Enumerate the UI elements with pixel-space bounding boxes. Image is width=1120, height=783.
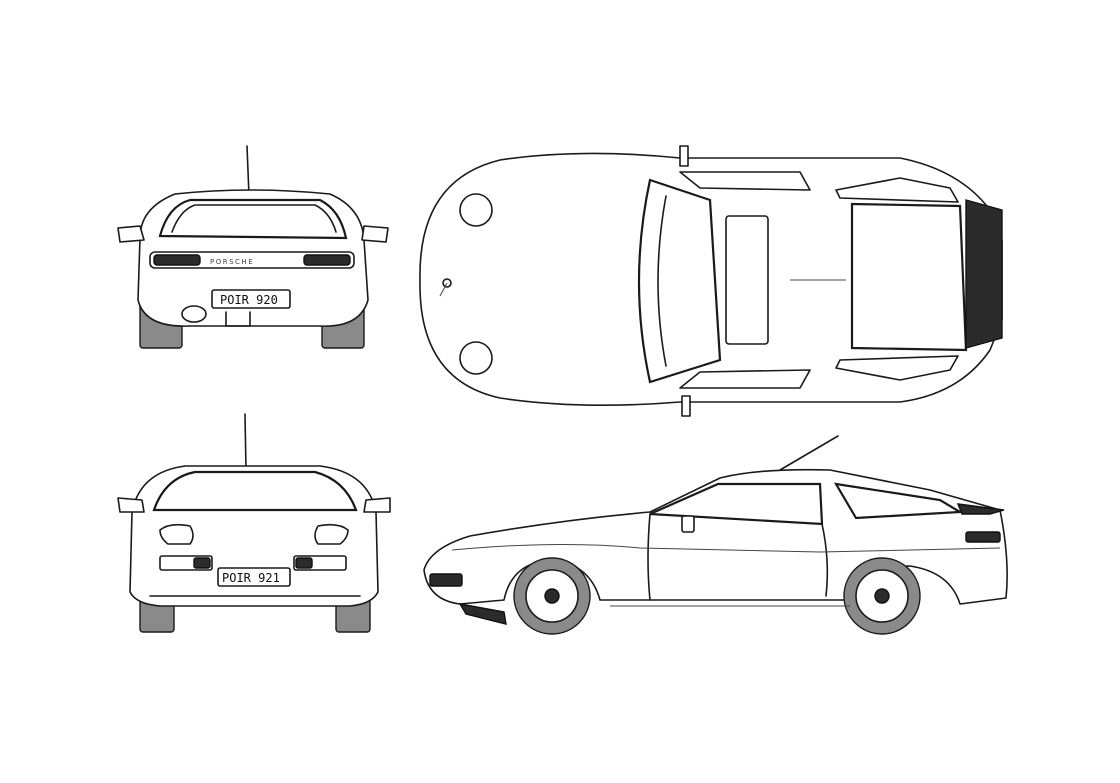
front-antenna — [244, 413, 247, 471]
rear-light-bar — [149, 251, 355, 269]
side-front-hub — [544, 588, 560, 604]
rear-diff — [225, 311, 251, 327]
side-rear-hub — [874, 588, 890, 604]
side-door-window — [649, 482, 824, 526]
rear-left-mirror — [117, 225, 145, 243]
side-front-splitter — [458, 603, 507, 625]
door-front-edge — [647, 513, 651, 601]
rear-right-mirror — [361, 225, 389, 243]
sunroof — [725, 215, 769, 345]
rear-plate: POIR 920 — [220, 293, 278, 307]
rear-window — [158, 198, 348, 240]
right-indicator — [295, 557, 313, 569]
rear-antenna — [246, 145, 250, 197]
rear-exhaust — [181, 305, 207, 323]
front-plate-frame — [217, 567, 291, 587]
side-front-lamp — [429, 573, 463, 587]
left-popup-lamp — [159, 523, 194, 545]
top-left-headlamp — [459, 193, 493, 227]
side-antenna — [779, 435, 839, 471]
rear-left-lamp — [153, 254, 201, 266]
front-left-mirror — [117, 497, 145, 513]
side-mirror — [681, 515, 695, 533]
top-windshield — [637, 178, 722, 384]
top-view — [419, 145, 1003, 417]
side-rear-lamp — [965, 531, 1001, 543]
top-right-side-window — [679, 369, 811, 389]
side-view — [423, 435, 1008, 635]
rear-spoiler — [965, 199, 1003, 349]
rear-plate-frame — [211, 289, 291, 309]
rear-badge: PORSCHE — [210, 258, 254, 266]
top-wiper — [657, 195, 667, 367]
front-plate: POIR 921 — [222, 571, 280, 585]
rear-view: PORSCHE POIR 920 — [117, 145, 389, 349]
top-left-side-window — [679, 171, 811, 191]
door-rear-edge — [821, 523, 829, 597]
front-right-mirror — [363, 497, 391, 513]
top-right-quarter — [835, 355, 959, 381]
side-character-line — [451, 543, 1001, 553]
rear-window-inner — [171, 204, 337, 233]
rear-right-lamp — [303, 254, 351, 266]
side-spoiler — [956, 503, 1005, 515]
windshield — [152, 470, 358, 512]
right-popup-lamp — [314, 523, 349, 545]
front-view: POIR 921 — [117, 413, 391, 633]
top-left-quarter — [835, 177, 959, 203]
top-right-mirror — [681, 395, 691, 417]
side-rear-window — [833, 482, 964, 520]
top-right-headlamp — [459, 341, 493, 375]
top-rear-window — [850, 202, 968, 352]
left-indicator — [193, 557, 211, 569]
top-left-mirror — [679, 145, 689, 167]
hood-latch-line — [439, 282, 448, 297]
